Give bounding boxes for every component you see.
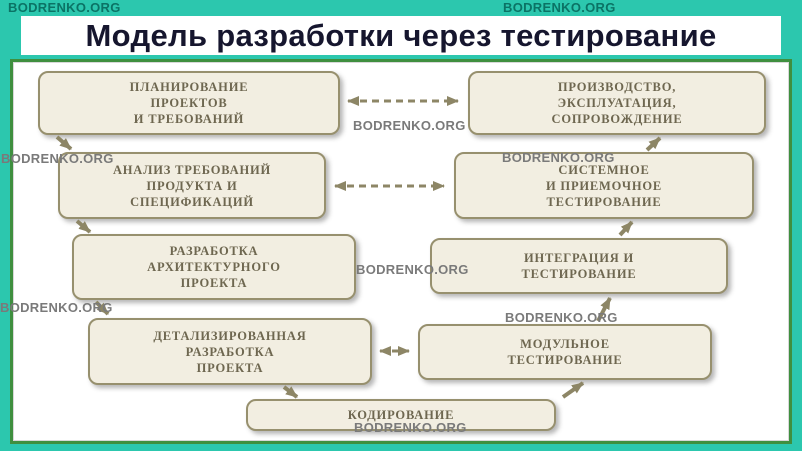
- box-module-testing: МОДУЛЬНОЕ ТЕСТИРОВАНИЕ: [418, 324, 712, 380]
- box-integration-testing: ИНТЕГРАЦИЯ И ТЕСТИРОВАНИЕ: [430, 238, 728, 294]
- box-architecture-design: РАЗРАБОТКА АРХИТЕКТУРНОГО ПРОЕКТА: [72, 234, 356, 300]
- title-band: Модель разработки через тестирование: [21, 16, 781, 55]
- watermark: BODRENKO.ORG: [354, 420, 467, 435]
- watermark: BODRENKO.ORG: [0, 300, 113, 315]
- watermark: BODRENKO.ORG: [8, 0, 121, 15]
- watermark: BODRENKO.ORG: [1, 151, 114, 166]
- box-system-testing: СИСТЕМНОЕ И ПРИЕМОЧНОЕ ТЕСТИРОВАНИЕ: [454, 152, 754, 219]
- watermark: BODRENKO.ORG: [502, 150, 615, 165]
- watermark: BODRENKO.ORG: [505, 310, 618, 325]
- watermark: BODRENKO.ORG: [353, 118, 466, 133]
- box-requirements-analysis: АНАЛИЗ ТРЕБОВАНИЙ ПРОДУКТА И СПЕЦИФИКАЦИ…: [58, 152, 326, 219]
- box-planning: ПЛАНИРОВАНИЕ ПРОЕКТОВ И ТРЕБОВАНИЙ: [38, 71, 340, 135]
- box-production: ПРОИЗВОДСТВО, ЭКСПЛУАТАЦИЯ, СОПРОВОЖДЕНИ…: [468, 71, 766, 135]
- watermark: BODRENKO.ORG: [356, 262, 469, 277]
- box-coding: КОДИРОВАНИЕ: [246, 399, 556, 431]
- box-detailed-design: ДЕТАЛИЗИРОВАННАЯ РАЗРАБОТКА ПРОЕКТА: [88, 318, 372, 385]
- watermark: BODRENKO.ORG: [503, 0, 616, 15]
- page-title: Модель разработки через тестирование: [85, 17, 717, 53]
